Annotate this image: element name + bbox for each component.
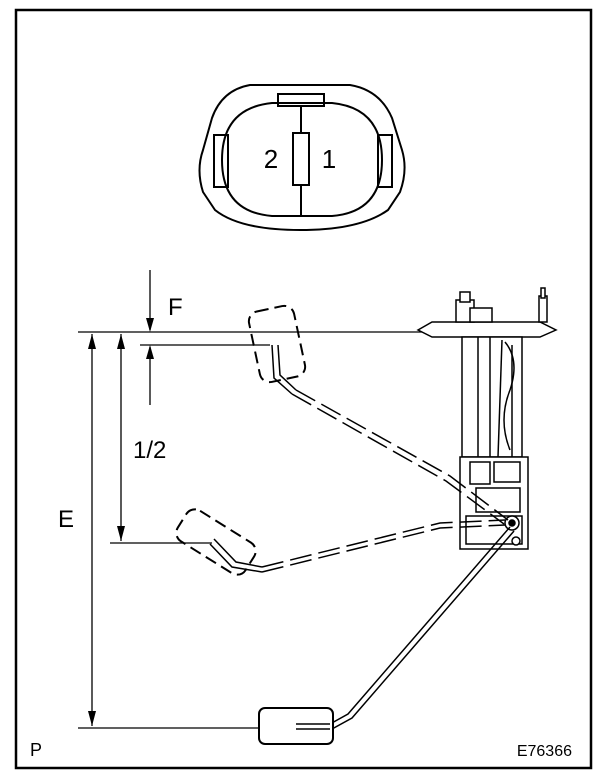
- resistor-symbol: [292, 132, 310, 186]
- connector-left-tab: [213, 134, 229, 188]
- mounting-flange: [416, 321, 558, 338]
- pump-tube-body: [461, 336, 523, 458]
- float-arm-empty: [298, 526, 515, 730]
- float-full-position: [247, 304, 307, 384]
- e-bottom-arrowhead: [88, 711, 96, 726]
- connector-outer-body: [198, 84, 406, 232]
- dimension-lines: [78, 270, 430, 729]
- half-bottom-arrowhead: [117, 526, 125, 541]
- pin-2-label: 2: [264, 144, 278, 174]
- connector-top-latch: [277, 93, 325, 107]
- housing-screw: [511, 536, 521, 546]
- vent-post: [538, 295, 548, 323]
- figure-code-label: E76366: [517, 743, 572, 760]
- e-dimension-label: E: [58, 506, 74, 533]
- corner-code-label: P: [30, 740, 42, 760]
- float-half-position: [175, 508, 257, 576]
- float-arm-half: [209, 519, 506, 573]
- f-dimension-label: F: [168, 294, 183, 321]
- arm-pivot-center: [508, 519, 516, 527]
- e-top-arrowhead: [88, 334, 96, 349]
- half-top-arrowhead: [117, 334, 125, 349]
- dimension-arrowheads: [88, 318, 154, 726]
- float-empty-arm-tip: [296, 723, 330, 730]
- pin-1-label: 1: [322, 144, 336, 174]
- connector-fitting: [469, 307, 493, 323]
- fuel-sender-unit: [416, 287, 558, 550]
- inner-wire: [503, 341, 515, 451]
- float-arm-full: [271, 344, 509, 525]
- figure-frame: [14, 8, 593, 770]
- f-down-arrowhead: [146, 318, 154, 332]
- inner-tube-3: [497, 339, 503, 458]
- fuel-outlet-cap: [459, 291, 471, 303]
- connector-front-view: [198, 84, 406, 232]
- housing-detail-1: [469, 461, 491, 485]
- f-up-arrowhead: [146, 345, 154, 359]
- connector-right-tab: [377, 134, 393, 188]
- housing-detail-2: [493, 461, 521, 483]
- half-dimension-label: 1/2: [133, 437, 166, 464]
- vent-post-cap: [540, 287, 546, 299]
- float-empty-position: [258, 707, 334, 745]
